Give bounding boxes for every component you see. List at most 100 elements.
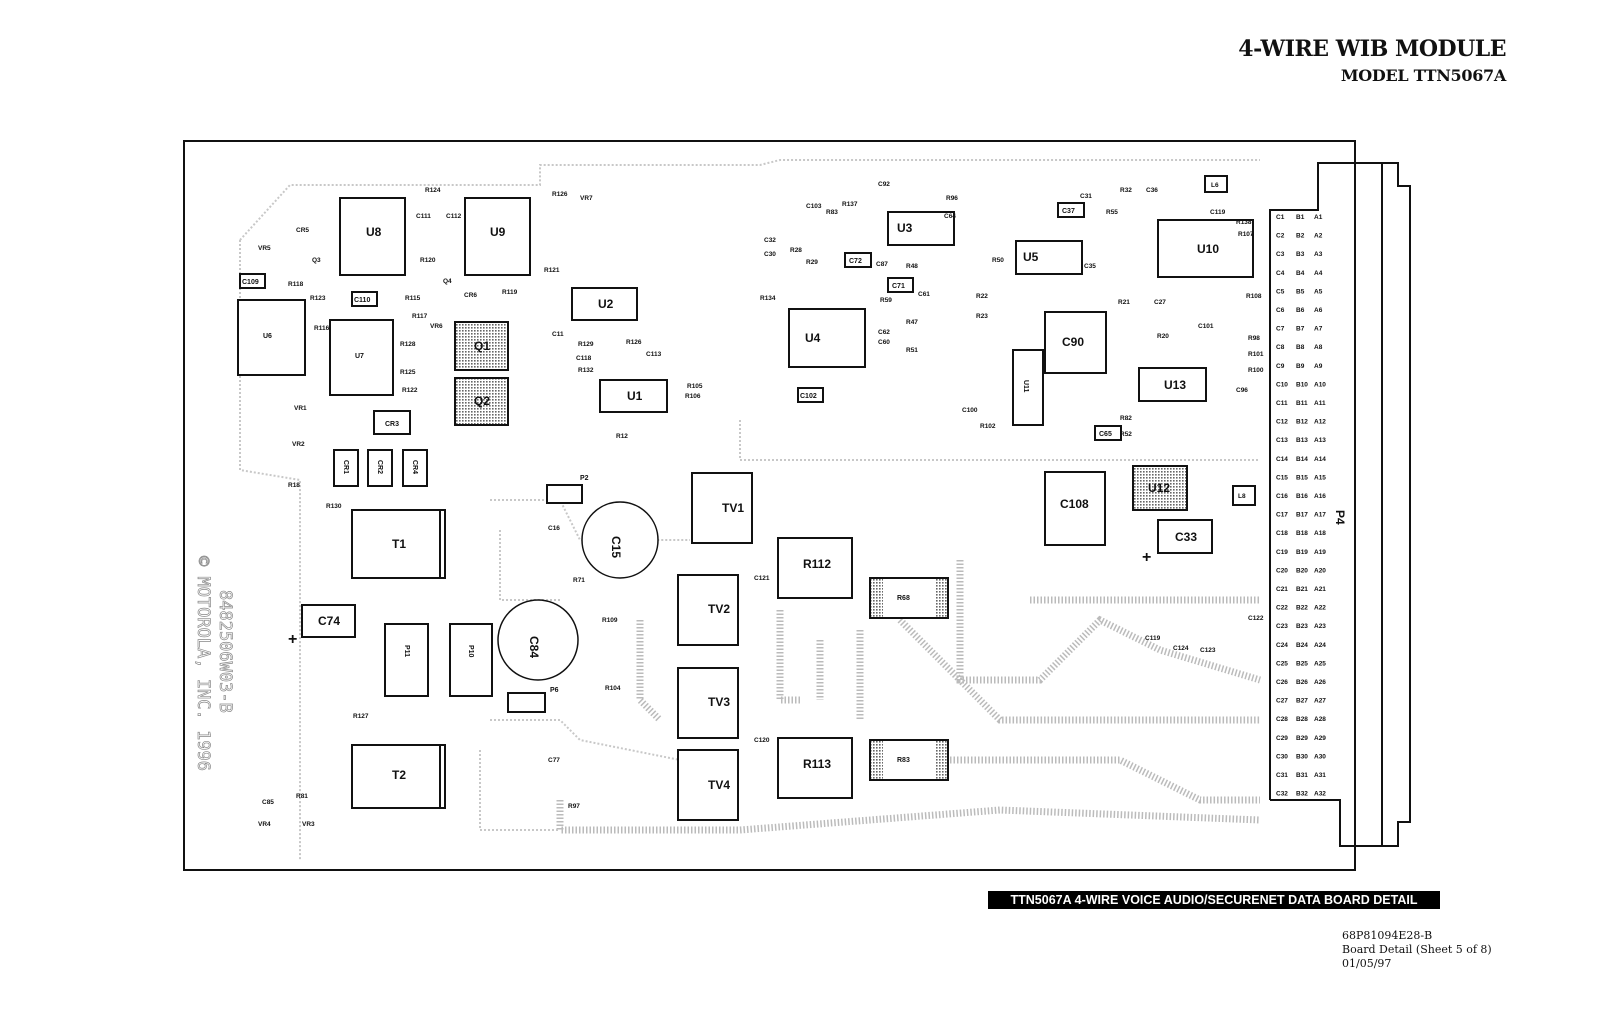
connector-pin-label: B19 [1296,549,1308,556]
small-part-label: R55 [1106,209,1118,216]
ic-u2: U2 [571,287,638,321]
diode-cr3: CR3 [373,410,411,435]
small-part-label: R81 [296,793,308,800]
connector-pin-label: B31 [1296,772,1308,779]
small-part-label: R82 [1120,415,1132,422]
connector-pin-label: C18 [1276,530,1288,537]
small-part-label: R115 [405,295,421,302]
capacitor-c65: C65 [1094,425,1122,441]
ic-u4: U4 [788,308,866,368]
connector-pin-label: B18 [1296,530,1308,537]
svg-text:C84: C84 [527,636,541,658]
connector-pin-label: C9 [1276,363,1285,370]
connector-pin-label: C23 [1276,623,1288,630]
small-part-label: R52 [1120,431,1132,438]
connector-pin-label: C25 [1276,660,1288,667]
connector-pin-label: A24 [1314,642,1326,649]
small-part-label: VR7 [580,195,593,202]
connector-pin-label: A28 [1314,716,1326,723]
connector-pin-label: A14 [1314,456,1326,463]
small-part-label: R59 [880,297,892,304]
svg-text:C71: C71 [892,283,905,290]
small-part-label: R120 [420,257,436,264]
svg-text:U1: U1 [627,389,643,403]
connector-pin-label: A4 [1314,270,1323,277]
small-part-label: C62 [878,329,890,336]
small-part-label: C112 [446,213,462,220]
ic-u7: U7 [329,319,394,396]
connector-pin-label: C27 [1276,698,1288,705]
connector-pin-label: B6 [1296,307,1305,314]
header-p10[interactable]: P10 [449,623,493,697]
connector-pin-label: B28 [1296,716,1308,723]
svg-text:T2: T2 [392,768,406,782]
header-p2[interactable]: P2 [546,475,589,504]
svg-text:C15: C15 [609,536,623,558]
small-part-label: Q3 [312,257,321,264]
small-part-label: R102 [980,423,996,430]
capacitor-c71: C71 [887,277,914,293]
header-p6[interactable]: P6 [507,687,559,713]
ic-u5: U5 [1015,240,1083,275]
small-part-label: C92 [878,181,890,188]
small-part-label: VR4 [258,821,271,828]
ic-u10: U10 [1157,219,1254,278]
connector-pin-label: A23 [1314,623,1326,630]
connector-pin-label: C30 [1276,753,1288,760]
connector-pin-label: C16 [1276,493,1288,500]
small-part-label: R32 [1120,187,1132,194]
svg-text:C109: C109 [242,279,259,286]
small-part-label: R128 [400,341,416,348]
svg-text:C33: C33 [1175,530,1197,544]
small-part-label: VR6 [430,323,443,330]
connector-pin-label: A19 [1314,549,1326,556]
suppressor-tv1: TV1 [691,472,753,544]
capacitor-c74: C74+ [288,604,356,648]
svg-text:U8: U8 [366,225,382,239]
small-part-label: C85 [262,799,274,806]
small-part-label: R122 [402,387,418,394]
svg-text:T1: T1 [392,537,406,551]
connector-pin-label: C7 [1276,326,1285,333]
small-part-label: C122 [1248,615,1264,622]
small-part-label: Q4 [443,278,452,285]
connector-pin-label: C20 [1276,567,1288,574]
svg-text:C74: C74 [318,614,340,628]
connector-pin-label: C3 [1276,251,1285,258]
connector-pin-label: B32 [1296,791,1308,798]
ic-u8: U8 [339,197,406,276]
small-part-label: R20 [1157,333,1169,340]
suppressor-tv4: TV4 [677,749,739,821]
small-part-label: VR2 [292,441,305,448]
svg-text:U4: U4 [805,331,821,345]
connector-pin-label: A7 [1314,326,1323,333]
small-part-label: R29 [806,259,818,266]
connector-pin-label: A20 [1314,567,1326,574]
connector-pin-label: B17 [1296,512,1308,519]
small-part-label: C35 [1084,263,1096,270]
svg-text:CR3: CR3 [385,421,399,428]
module-title: 4-WIRE WIB MODULE [1238,36,1506,62]
connector-pin-label: A22 [1314,605,1326,612]
small-part-label: R101 [1248,351,1264,358]
connector-pin-label: C32 [1276,791,1288,798]
header-p11[interactable]: P11 [384,623,429,697]
connector-pin-label: B13 [1296,437,1308,444]
capacitor-c110: C110 [351,291,378,307]
connector-pin-label: B22 [1296,605,1308,612]
connector-pin-label: A5 [1314,288,1323,295]
connector-pin-label: C26 [1276,679,1288,686]
capacitor-c109: C109 [239,273,266,289]
connector-pin-label: A17 [1314,512,1326,519]
small-part-label: R118 [288,281,304,288]
capacitor-c33: C33+ [1142,519,1213,566]
ic-u13: U13 [1138,367,1207,402]
svg-text:R112: R112 [803,557,831,571]
small-part-label: R96 [946,195,958,202]
edge-connector-outline [1269,162,1411,847]
small-part-label: C36 [1146,187,1158,194]
connector-pin-label: A10 [1314,381,1326,388]
svg-text:U5: U5 [1023,250,1039,264]
connector-pin-label: A13 [1314,437,1326,444]
small-part-label: R126 [626,339,642,346]
